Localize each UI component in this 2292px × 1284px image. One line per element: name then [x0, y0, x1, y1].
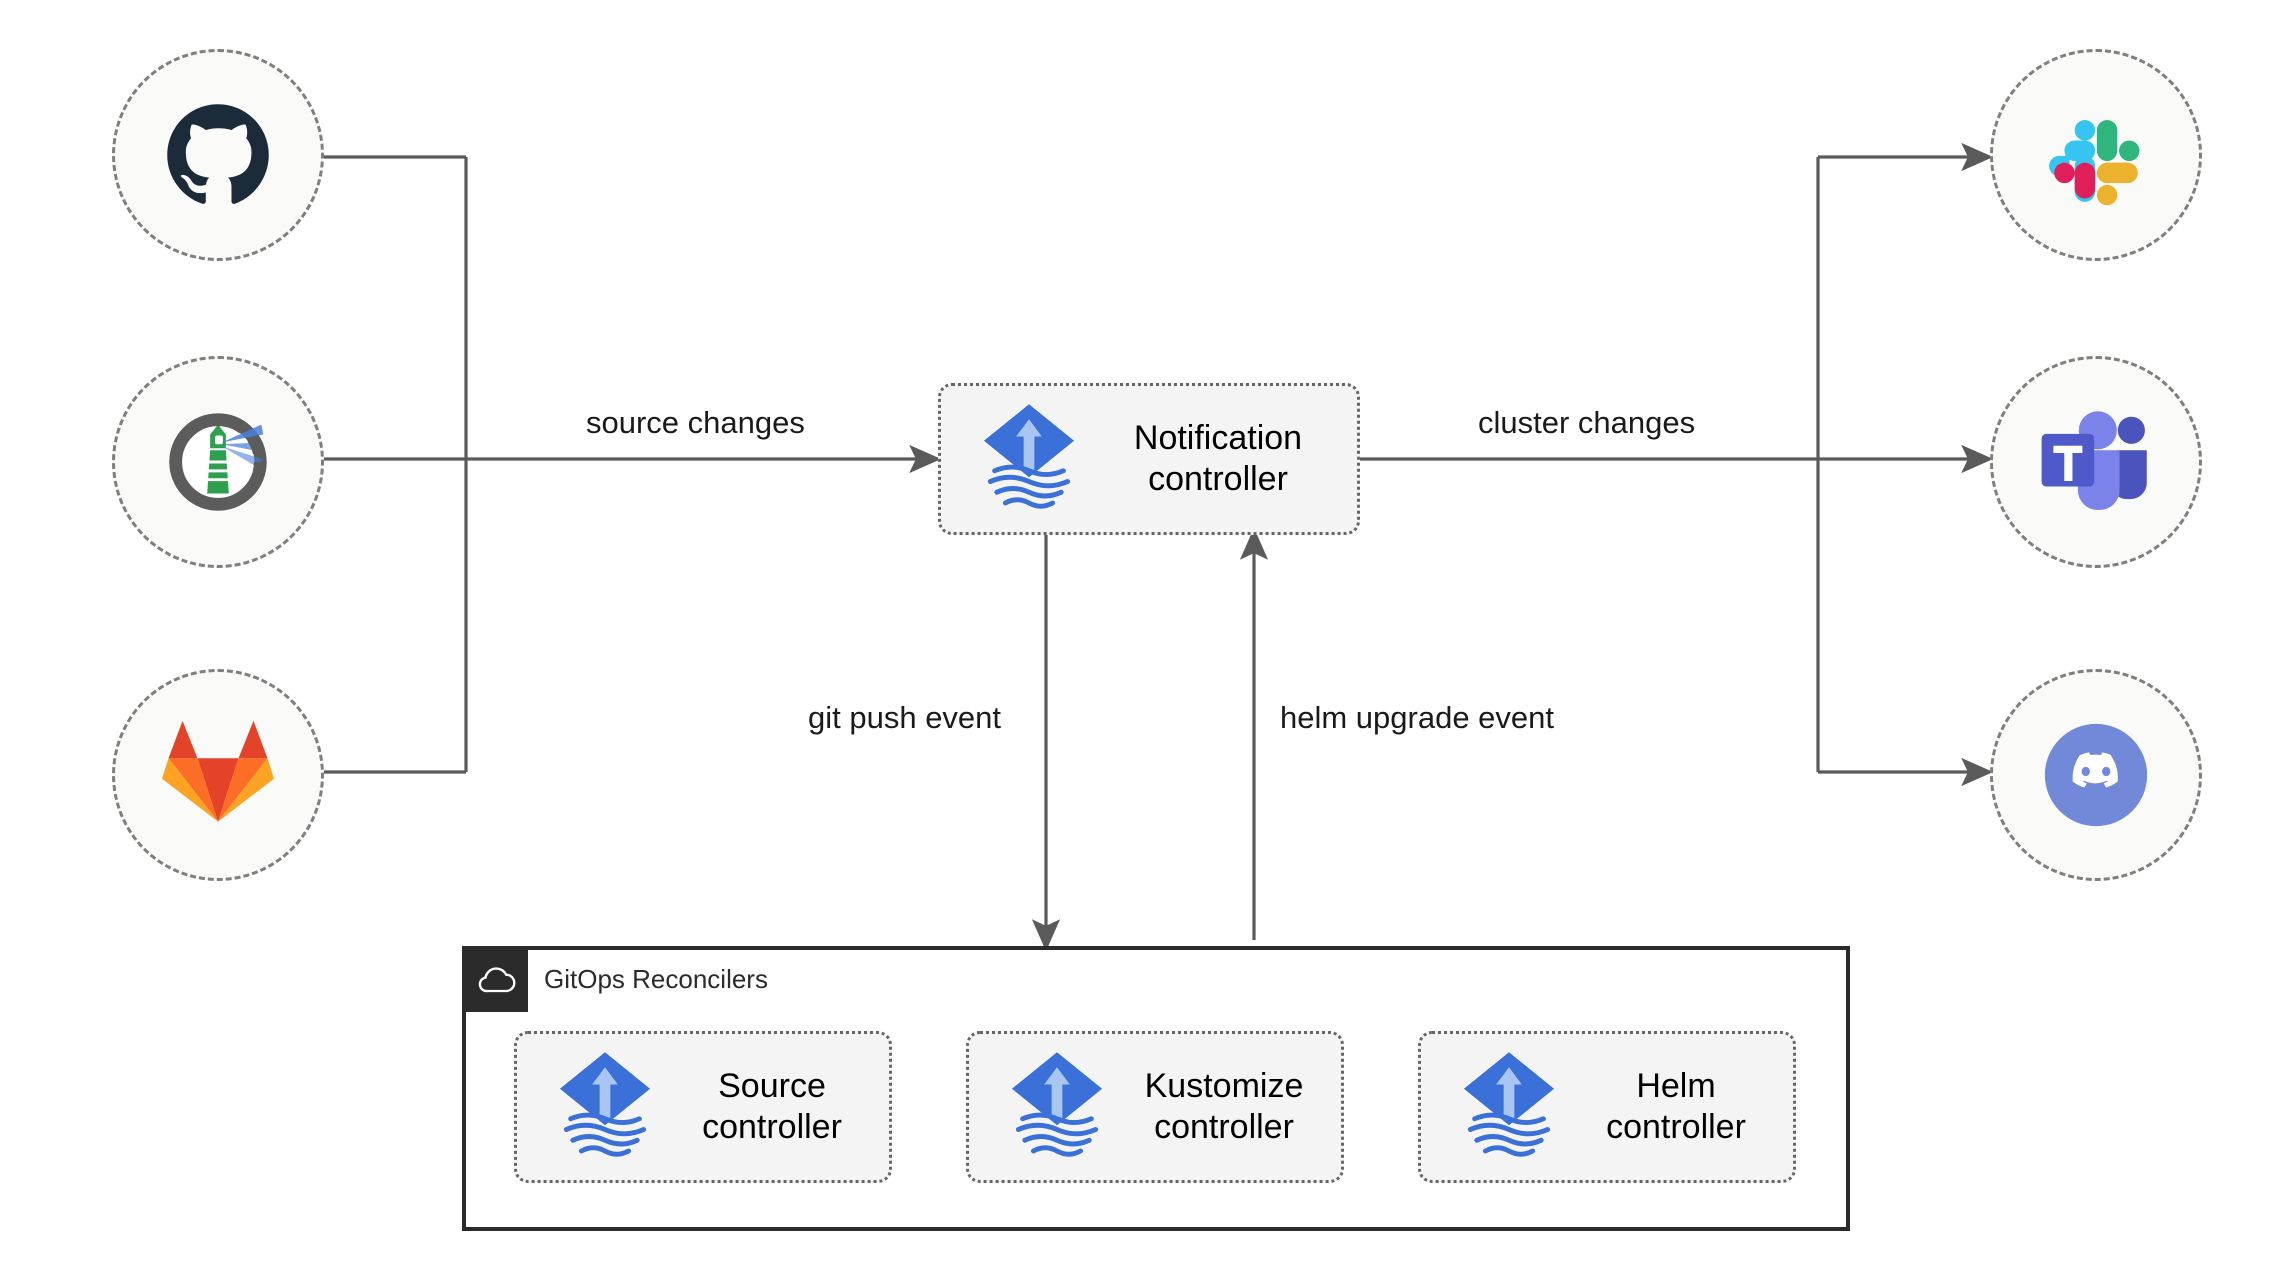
edge-label-source-changes: source changes: [578, 405, 813, 441]
gitops-controller-source[interactable]: Source controller: [514, 1031, 892, 1183]
kustomize-controller-line2: controller: [1154, 1108, 1294, 1146]
helm-controller-line2: controller: [1606, 1108, 1746, 1146]
slack-icon: [2049, 120, 2140, 206]
destination-node-slack[interactable]: [1990, 49, 2202, 261]
source-node-helm[interactable]: [112, 356, 324, 568]
gitlab-icon: [162, 721, 274, 822]
discord-icon: [2044, 723, 2148, 827]
edge-label-cluster-changes: cluster changes: [1470, 405, 1704, 441]
gitops-controller-kustomize[interactable]: Kustomize controller: [966, 1031, 1344, 1183]
group-title: GitOps Reconcilers: [544, 964, 768, 994]
helm-controller-line1: Helm: [1636, 1066, 1716, 1105]
source-controller-line2: controller: [702, 1108, 842, 1146]
flux-icon: [559, 1052, 651, 1157]
source-node-gitlab[interactable]: [112, 669, 324, 881]
edge-label-git-push-event: git push event: [800, 700, 1010, 736]
source-controller-line1: Source: [718, 1066, 826, 1105]
flux-icon: [1011, 1052, 1103, 1157]
flux-icon: [983, 404, 1075, 509]
kustomize-controller-line1: Kustomize: [1144, 1066, 1304, 1105]
destination-node-teams[interactable]: [1990, 356, 2202, 568]
gitops-controller-kustomize-label: Kustomize controller: [1125, 1066, 1341, 1149]
group-icon-tab: [466, 950, 528, 1012]
notification-controller-label: Notification controller: [1097, 418, 1357, 501]
destination-node-discord[interactable]: [1990, 669, 2202, 881]
edge-label-helm-upgrade-event: helm upgrade event: [1272, 700, 1563, 736]
github-icon: [167, 104, 269, 204]
notification-controller-line1: Notification: [1133, 418, 1303, 457]
helm-icon: [169, 413, 267, 511]
notification-controller-line2: controller: [1148, 460, 1288, 498]
notification-controller-node[interactable]: Notification controller: [938, 383, 1360, 535]
source-node-github[interactable]: [112, 49, 324, 261]
gitops-controller-helm[interactable]: Helm controller: [1418, 1031, 1796, 1183]
gitops-controller-helm-label: Helm controller: [1577, 1066, 1793, 1149]
gitops-controller-source-label: Source controller: [673, 1066, 889, 1149]
cloud-icon: [478, 967, 516, 993]
teams-icon: [2041, 411, 2147, 511]
flux-icon: [1463, 1052, 1555, 1157]
